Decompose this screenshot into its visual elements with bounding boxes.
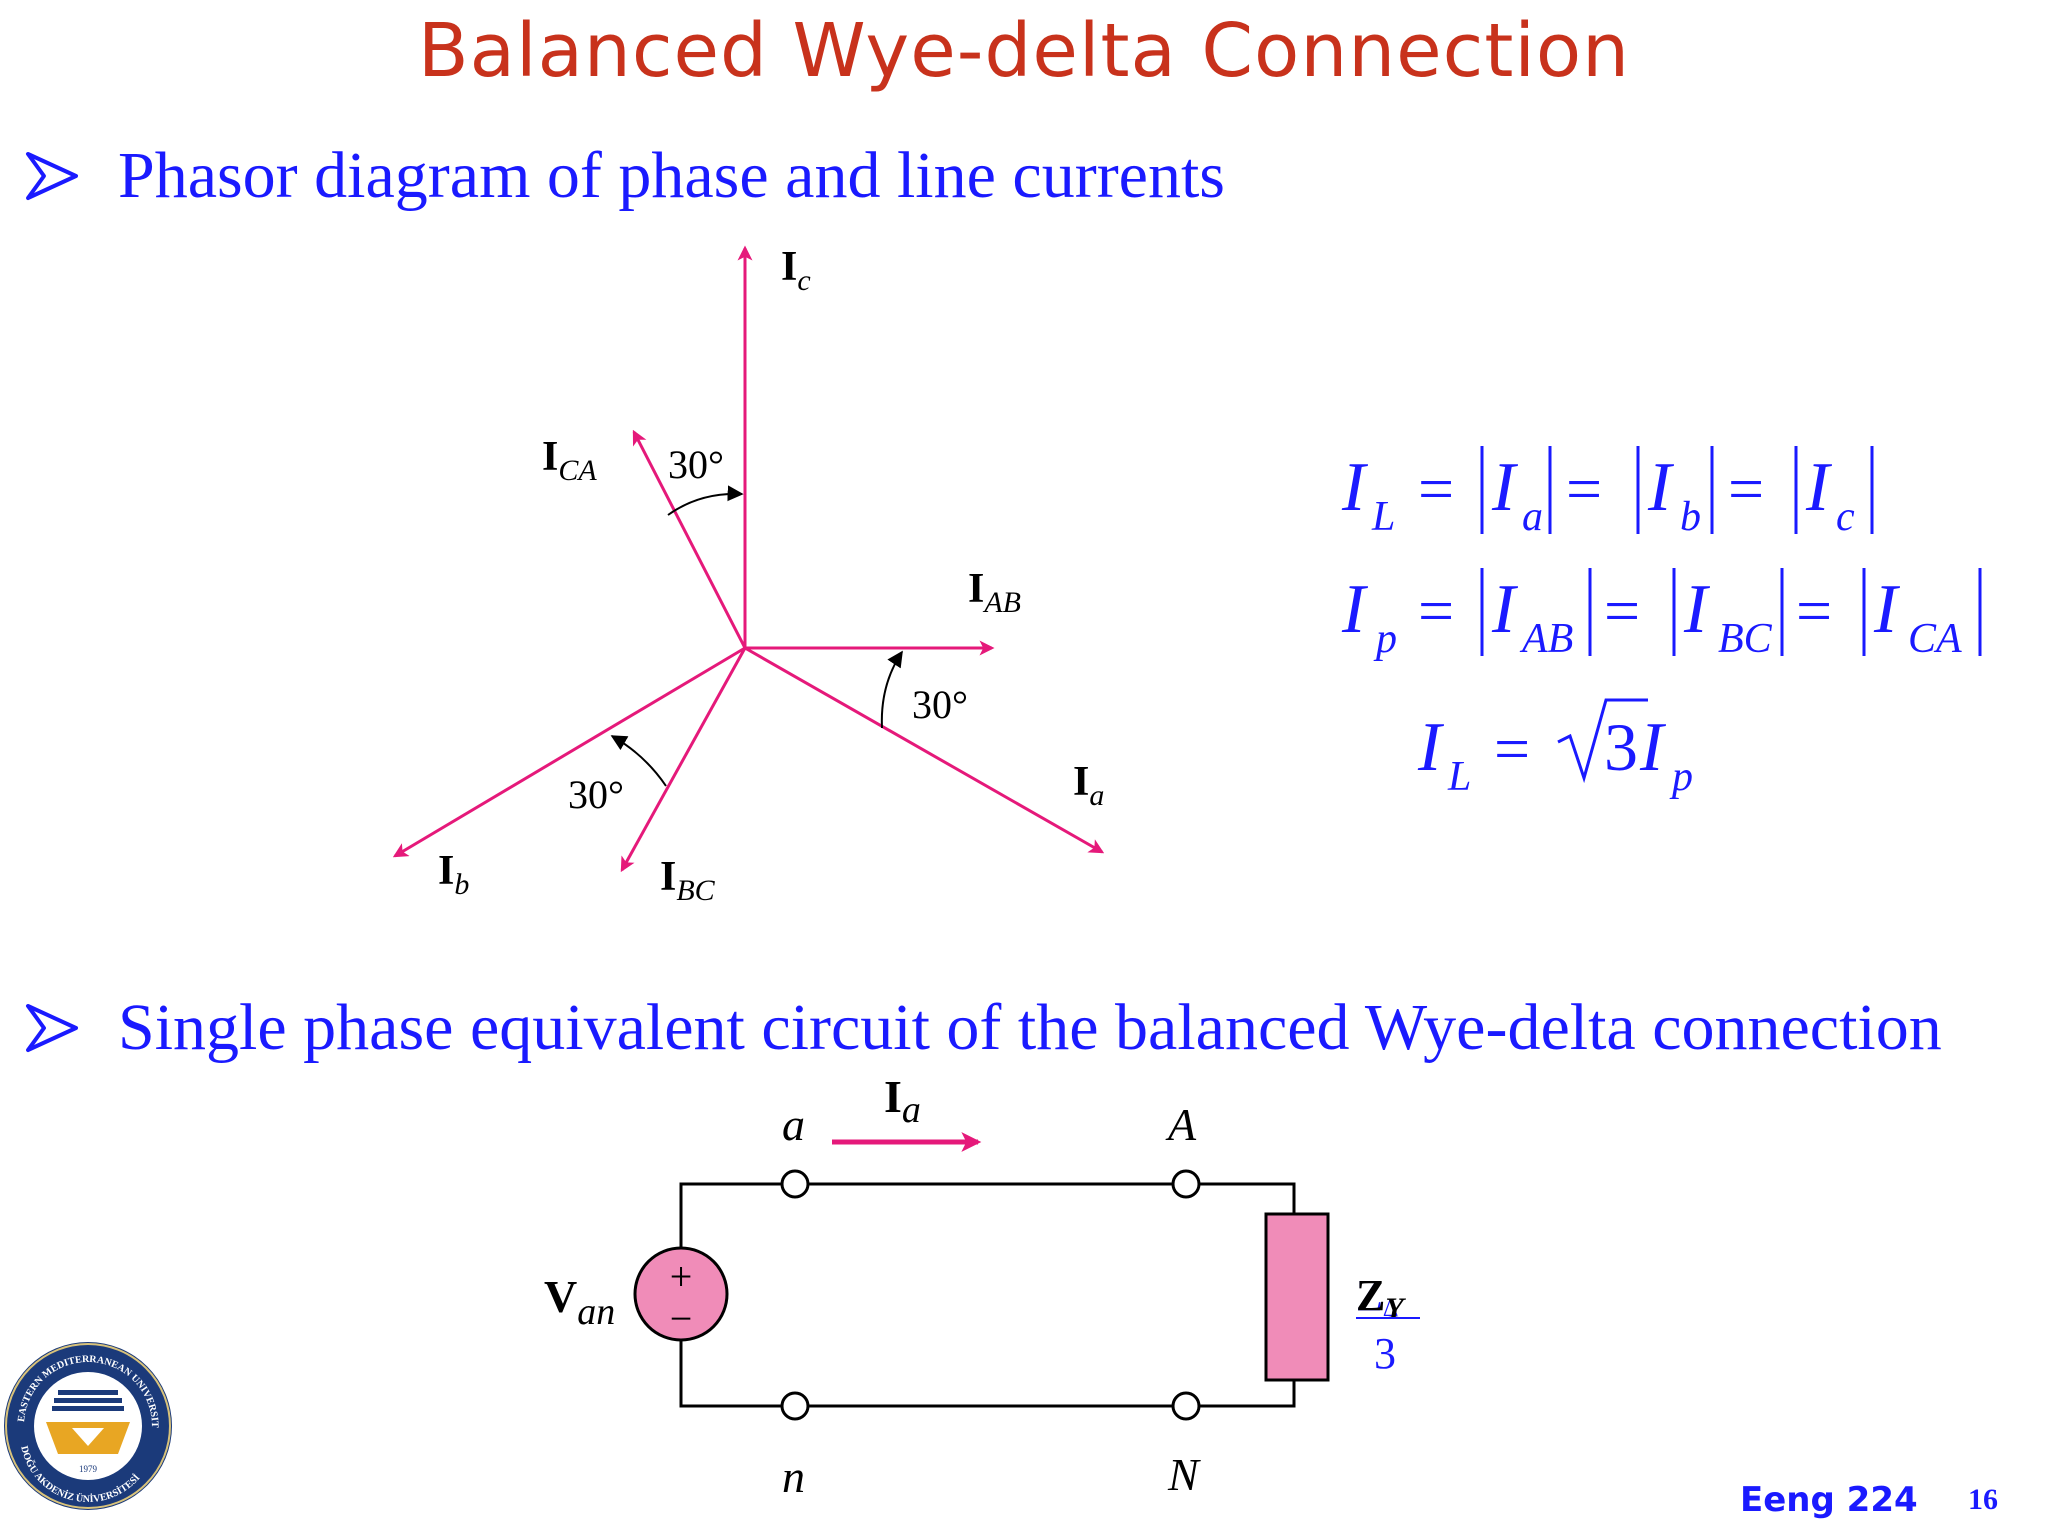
svg-text:I: I [1873,571,1901,648]
angle-arc-left [610,735,667,787]
node-a-label: a [782,1099,805,1150]
node-a-terminal [780,1169,810,1199]
label-IBC: IBC [660,854,716,907]
source-minus: − [670,1296,693,1341]
svg-text:=: = [1566,453,1602,524]
angle-label-right: 30° [912,682,968,727]
phasor-Ia-vector [744,646,1105,854]
wire-top-right [1188,1182,1296,1214]
svg-text:=: = [1494,713,1530,784]
svg-text:p: p [1669,754,1693,800]
bullet-arrow-icon [26,152,78,200]
svg-text:I: I [1491,449,1519,526]
wire-top [679,1182,793,1258]
bullet-text: Single phase equivalent circuit of the b… [118,991,1942,1064]
university-logo: EASTERN MEDITERRANEAN UNIVERSITY DOĞU AK… [0,1338,172,1510]
node-N-label: N [1167,1449,1201,1500]
label-IAB: IAB [968,566,1021,619]
svg-text:3: 3 [1374,1329,1396,1378]
label-ICA: ICA [542,434,597,487]
node-A-label: A [1165,1099,1197,1150]
svg-text:I: I [1341,571,1369,648]
label-Ib: Ib [438,848,469,901]
source-label: Van [544,1271,615,1333]
node-n-label: n [782,1451,805,1502]
svg-text:I: I [1341,449,1369,526]
wire-bottom [679,1330,793,1408]
equation-phase-current: I p = I AB = I BC = I CA [1341,568,1982,662]
label-Ia: Ia [1073,759,1104,812]
svg-text:b: b [1680,494,1701,540]
current-label: Ia [884,1071,921,1131]
equation-line-current: I L = I a = I b = I c [1341,446,1874,540]
footer-course-code: Eeng 224 [1740,1480,1918,1520]
svg-text:=: = [1796,575,1832,646]
bullet-text: Phasor diagram of phase and line current… [118,139,1225,212]
svg-text:=: = [1418,575,1454,646]
angle-label-top: 30° [668,442,724,487]
bullet-single-phase: Single phase equivalent circuit of the b… [24,990,1942,1066]
phasor-Ib-vector [392,646,746,858]
svg-text:I: I [1805,449,1833,526]
svg-text:L: L [1447,754,1471,800]
svg-text:1979: 1979 [79,1464,98,1474]
label-Ic: Ic [781,244,811,297]
bullet-arrow-icon [26,1004,78,1052]
svg-text:=: = [1728,453,1764,524]
svg-text:c: c [1836,494,1855,540]
angle-arc-top [667,485,744,516]
svg-text:3: 3 [1604,709,1638,785]
angle-arc-right [880,650,903,729]
svg-text:ZY: ZY [1356,1271,1406,1325]
svg-text:BC: BC [1718,616,1773,662]
svg-text:AB: AB [1519,616,1573,662]
svg-text:ZΔ: ZΔ [1356,1271,1398,1322]
source-plus: + [670,1254,693,1299]
node-N-terminal [1171,1391,1201,1421]
load-label: ZΔ ZY 3 [1356,1271,1420,1378]
node-A-terminal [1171,1169,1201,1199]
slide-title: Balanced Wye-delta Connection [417,8,1631,94]
svg-text:=: = [1418,453,1454,524]
svg-text:I: I [1639,709,1667,786]
svg-text:L: L [1371,494,1395,540]
angle-label-left: 30° [568,772,624,817]
load-impedance [1264,1212,1330,1382]
wire-bottom-right [1188,1380,1296,1408]
svg-text:CA: CA [1908,616,1962,662]
node-n-terminal [780,1391,810,1421]
phasor-ICA-vector [632,429,747,649]
phasor-IBC-vector [620,647,747,873]
svg-text:I: I [1491,571,1519,648]
bullet-phasor: Phasor diagram of phase and line current… [24,138,1225,214]
equation-sqrt3-relation: I L = 3 I p [1417,698,1693,800]
svg-text:I: I [1683,571,1711,648]
svg-text:a: a [1522,494,1543,540]
svg-text:=: = [1604,575,1640,646]
svg-text:I: I [1647,449,1675,526]
svg-text:I: I [1417,709,1445,786]
voltage-source [633,1246,729,1342]
footer-page-number: 16 [1968,1483,1998,1516]
svg-text:p: p [1373,616,1397,662]
